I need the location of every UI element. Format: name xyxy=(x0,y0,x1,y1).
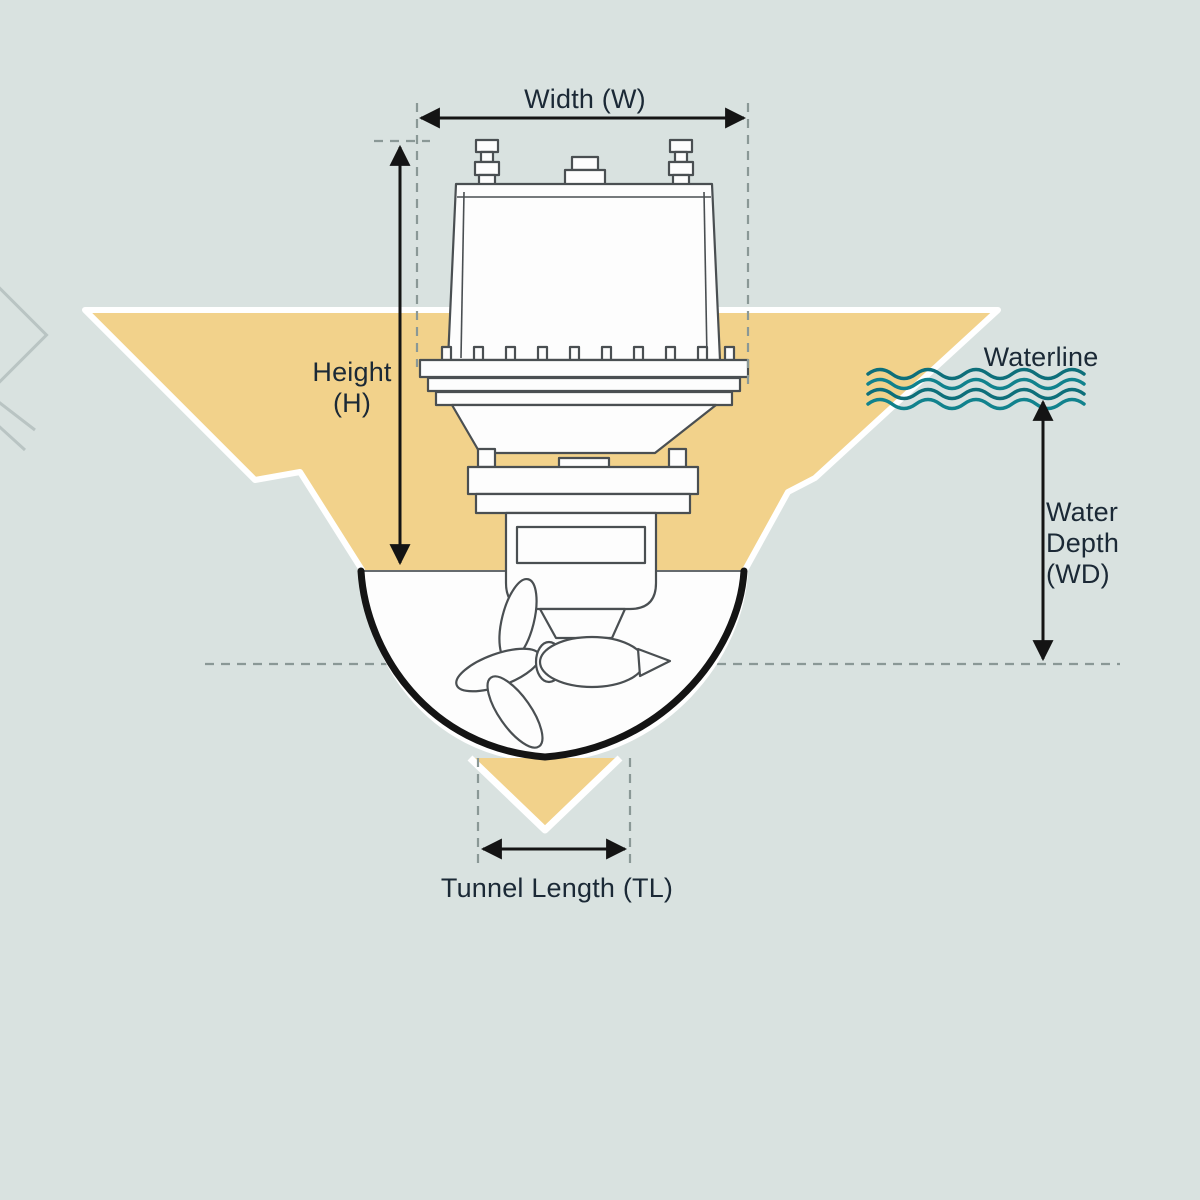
stud-left xyxy=(473,138,501,187)
water-depth-label-line2: Depth xyxy=(1046,528,1119,558)
width-label: Width (W) xyxy=(524,84,646,114)
hull-keel-tip xyxy=(467,755,623,834)
tunnel-outline xyxy=(357,567,748,761)
stud-right xyxy=(667,138,695,187)
left-edge-artifact xyxy=(0,283,49,452)
adapter-cone xyxy=(450,403,718,455)
waterline-label: Waterline xyxy=(984,342,1099,372)
gear-pod xyxy=(538,635,672,689)
pod-nose xyxy=(636,647,672,678)
mounting-flange xyxy=(418,345,750,407)
tunnel-length-label: Tunnel Length (TL) xyxy=(441,873,673,903)
water-depth-label-line3: (WD) xyxy=(1046,559,1110,589)
name-plate xyxy=(515,525,647,565)
clamp-assembly xyxy=(466,447,700,515)
dimension-arrows xyxy=(389,107,1054,860)
gear-housing xyxy=(504,511,658,611)
construction-dashed-lines xyxy=(374,103,750,863)
water-depth-label-line1: Water xyxy=(1046,497,1118,527)
height-label-line2: (H) xyxy=(333,388,371,418)
motor-housing xyxy=(446,182,722,362)
lower-leg xyxy=(538,607,627,640)
thruster-unit xyxy=(418,138,750,749)
height-label-line1: Height xyxy=(312,357,392,387)
top-fitting xyxy=(563,155,607,187)
